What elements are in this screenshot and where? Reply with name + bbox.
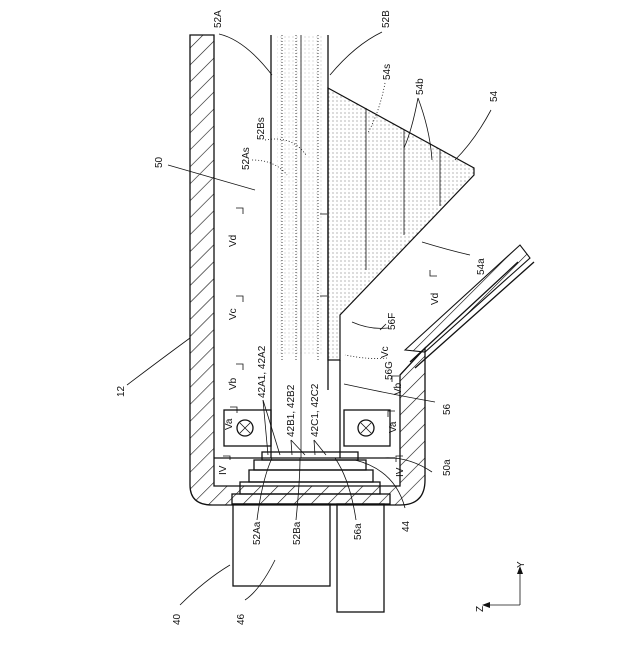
leader-52B xyxy=(330,32,382,75)
label-54: 54 xyxy=(489,90,500,102)
label-52As: 52As xyxy=(241,147,252,170)
emitter-chip xyxy=(262,452,358,460)
label-42A: 42A1, 42A2 xyxy=(257,345,268,398)
mark-vc-left xyxy=(236,296,243,302)
leader-40 xyxy=(180,565,230,605)
housing-right-wall xyxy=(405,245,530,352)
label-52A: 52A xyxy=(213,10,224,28)
clamp-right-plate xyxy=(344,410,390,446)
label-iv-left: IV xyxy=(218,465,229,475)
label-56F: 56F xyxy=(387,313,398,330)
mark-vb-left xyxy=(236,364,243,370)
label-56: 56 xyxy=(442,403,453,415)
label-iv-right: IV xyxy=(395,467,406,477)
label-46: 46 xyxy=(236,613,247,625)
housing-inner-line-b xyxy=(415,262,534,368)
label-vb-left: Vb xyxy=(228,377,239,390)
leader-42B-2 xyxy=(291,440,305,455)
connector-40 xyxy=(233,504,384,612)
axes xyxy=(482,566,523,608)
label-54a: 54a xyxy=(476,258,487,275)
mark-vd-left xyxy=(236,208,243,214)
leader-42B-1 xyxy=(291,440,292,455)
clamp-right xyxy=(344,410,390,446)
label-vd-left: Vd xyxy=(228,235,239,247)
label-50: 50 xyxy=(154,156,165,168)
block-56 xyxy=(214,360,395,458)
mark-vd-right xyxy=(430,270,437,276)
leader-42C-1 xyxy=(314,440,315,455)
mark-va-right xyxy=(388,411,395,417)
label-54s: 54s xyxy=(382,64,393,80)
substrate-2 xyxy=(249,470,373,482)
leader-42C-2 xyxy=(314,440,326,455)
label-vc-left: Vc xyxy=(228,308,239,320)
screw-right-cross xyxy=(361,423,371,433)
label-axis-y: Y xyxy=(516,561,527,568)
label-va-left: Va xyxy=(224,418,235,430)
label-52Bs: 52Bs xyxy=(256,117,267,140)
label-42C: 42C1, 42C2 xyxy=(310,383,321,437)
label-vb-right: Vb xyxy=(393,382,404,395)
label-50a: 50a xyxy=(442,459,453,476)
label-12: 12 xyxy=(116,385,127,397)
screw-left-cross xyxy=(240,423,250,433)
label-40: 40 xyxy=(172,613,183,625)
label-52B: 52B xyxy=(381,10,392,28)
connector-tab xyxy=(337,504,384,612)
label-44: 44 xyxy=(401,520,412,532)
connector-46-block xyxy=(233,504,330,586)
housing-inner-line-a xyxy=(410,262,518,362)
label-54b: 54b xyxy=(415,78,426,95)
label-56G: 56G xyxy=(384,361,395,380)
label-vd-right: Vd xyxy=(430,293,441,305)
leader-12 xyxy=(127,338,190,385)
leader-46 xyxy=(245,560,275,600)
label-va-right: Va xyxy=(388,421,399,433)
label-52Aa: 52Aa xyxy=(252,521,263,545)
guide-inner-dotted-fill xyxy=(277,35,322,355)
leader-54a xyxy=(422,242,470,255)
label-56a: 56a xyxy=(353,523,364,540)
label-42B: 42B1, 42B2 xyxy=(286,384,297,437)
leader-52A xyxy=(219,34,272,75)
label-axis-z: Z xyxy=(475,606,486,612)
label-52Ba: 52Ba xyxy=(292,521,303,545)
leader-54 xyxy=(455,110,491,160)
label-vc-right: Vc xyxy=(380,346,391,358)
mark-vc-right xyxy=(380,324,386,330)
